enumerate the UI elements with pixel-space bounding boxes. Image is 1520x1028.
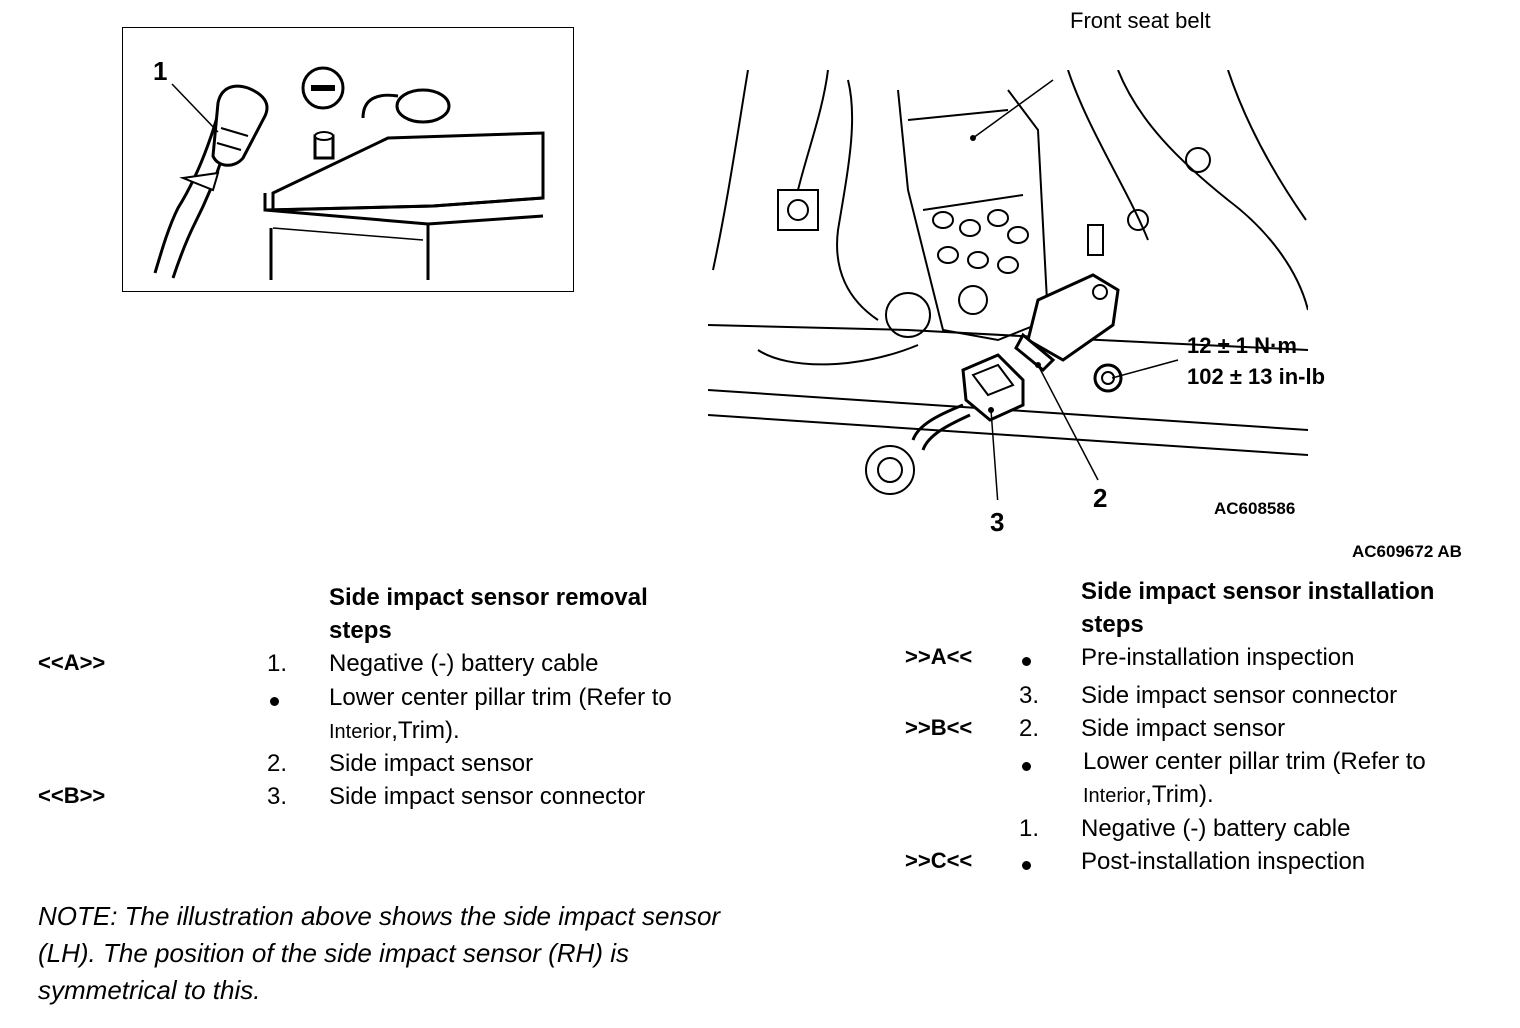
install-bullet-3	[1022, 861, 1031, 870]
install-code-b: >>B<<	[905, 715, 973, 740]
removal-num-1: 1.	[267, 650, 288, 677]
installation-title-line1: Side impact sensor installation	[1081, 578, 1435, 605]
inner-figure-code: AC608586	[1214, 499, 1296, 518]
install-num-3: 3.	[1019, 682, 1040, 709]
removal-num-2: 2.	[267, 750, 288, 777]
install-num-2: 2.	[1019, 715, 1040, 742]
sensor-illustration	[707, 69, 1309, 506]
torque-inlb: 102 ± 13 in-lb	[1187, 364, 1326, 389]
install-step-pre: Pre-installation inspection	[1081, 644, 1355, 671]
install-step-trim: Lower center pillar trim (Refer to	[1083, 748, 1426, 775]
install-ref-close: ).	[1199, 781, 1214, 808]
install-code-a: >>A<<	[905, 644, 973, 669]
install-trim-ref: ,Trim	[1145, 781, 1200, 808]
install-interior-ref: Interior	[1083, 785, 1146, 807]
interior-ref: Interior	[329, 721, 392, 743]
removal-step-trim: Lower center pillar trim (Refer to	[329, 684, 672, 711]
front-seat-belt-label: Front seat belt	[1070, 8, 1211, 33]
torque-nm: 12 ± 1 N·m	[1187, 333, 1297, 358]
callout-1: 1	[153, 56, 168, 86]
removal-step-trim-ref: Interior,Trim).	[329, 714, 460, 749]
installation-title-line2: steps	[1081, 611, 1144, 638]
installation-title: Side impact sensor installation steps	[1081, 575, 1434, 641]
callout-1-leader	[171, 83, 219, 133]
install-step-battery: Negative (-) battery cable	[1081, 815, 1351, 842]
install-step-connector: Side impact sensor connector	[1081, 682, 1398, 709]
install-step-sensor: Side impact sensor	[1081, 715, 1286, 742]
callout-2: 2	[1093, 483, 1108, 513]
install-step-post: Post-installation inspection	[1081, 848, 1366, 875]
callout-3: 3	[990, 507, 1005, 537]
removal-title: Side impact sensor removal steps	[329, 581, 648, 647]
trim-ref: ,Trim	[391, 717, 446, 744]
removal-step-2: Side impact sensor	[329, 750, 534, 777]
removal-code-a: <<A>>	[38, 650, 106, 675]
note-text: NOTE: The illustration above shows the s…	[38, 901, 721, 1005]
install-code-c: >>C<<	[905, 848, 973, 873]
install-num-1: 1.	[1019, 815, 1040, 842]
sensor-drawing	[707, 69, 1309, 506]
removal-step-1: Negative (-) battery cable	[329, 650, 599, 677]
removal-title-line2: steps	[329, 617, 392, 644]
install-bullet-1	[1022, 657, 1031, 666]
ref-close: ).	[445, 717, 460, 744]
install-step-trim-ref: Interior,Trim).	[1083, 778, 1214, 813]
figure-code: AC609672 AB	[1352, 542, 1462, 561]
removal-step-3: Side impact sensor connector	[329, 783, 646, 810]
removal-bullet	[270, 697, 279, 706]
removal-title-line1: Side impact sensor removal	[329, 584, 648, 611]
battery-illustration: 1	[122, 27, 574, 292]
removal-num-3: 3.	[267, 783, 288, 810]
battery-drawing	[153, 66, 545, 280]
install-bullet-2	[1022, 762, 1031, 771]
removal-code-b: <<B>>	[38, 783, 106, 808]
